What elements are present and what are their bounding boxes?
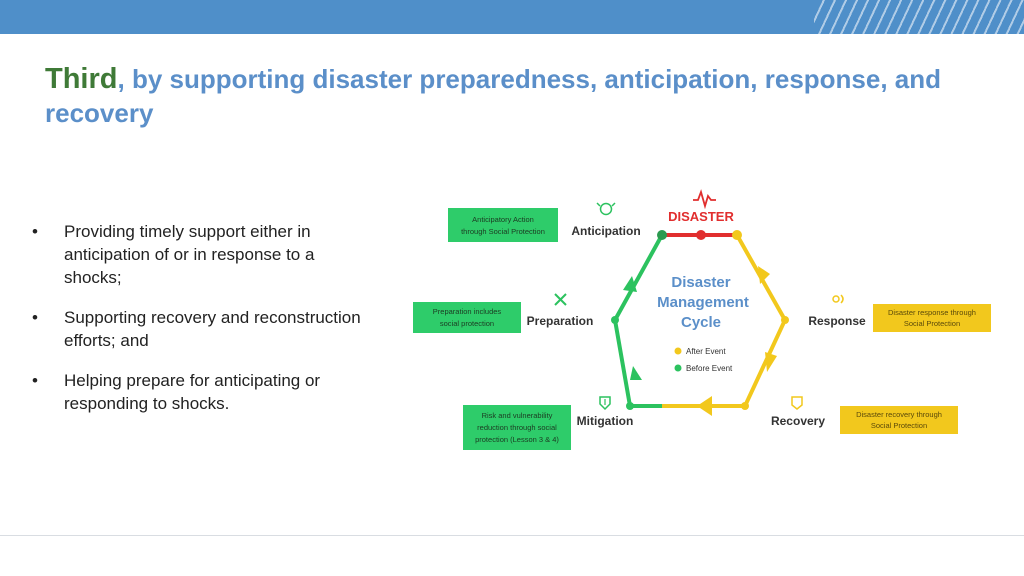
box-recovery-line2: Social Protection xyxy=(871,421,927,430)
bullet-text: Providing timely support either in antic… xyxy=(64,222,315,287)
legend-after-label: After Event xyxy=(686,347,726,356)
legend-after-swatch xyxy=(674,347,682,355)
mitigation-icon xyxy=(599,396,611,411)
response-icon xyxy=(832,294,844,304)
legend-before-swatch xyxy=(674,364,682,372)
box-preparation-line2: social protection xyxy=(440,319,494,328)
bullet-dot: • xyxy=(32,371,38,390)
box-preparation-line1: Preparation includes xyxy=(433,307,502,316)
node-response-start xyxy=(732,230,742,240)
banner-stripes xyxy=(814,0,1024,34)
edge-before-event xyxy=(612,234,664,408)
slide-title: Third, by supporting disaster preparedne… xyxy=(45,62,975,130)
box-anticipation-line1: Anticipatory Action xyxy=(472,215,534,224)
bullet-text: Helping prepare for anticipating or resp… xyxy=(64,371,321,413)
recovery-icon xyxy=(791,396,803,410)
bullet-dot: • xyxy=(32,308,38,327)
top-banner xyxy=(0,0,1024,34)
box-mitigation-line3: protection (Lesson 3 & 4) xyxy=(475,435,559,444)
title-rest: , by supporting disaster preparedness, a… xyxy=(45,64,942,128)
anticipation-icon xyxy=(596,202,616,216)
bullet-list: • Providing timely support either in anti… xyxy=(30,220,370,432)
bullet-text: Supporting recovery and reconstruction e… xyxy=(64,308,361,350)
label-disaster: DISASTER xyxy=(668,209,734,224)
node-response xyxy=(781,316,789,324)
label-response: Response xyxy=(808,314,866,328)
node-mitigation xyxy=(626,402,634,410)
node-anticipation xyxy=(657,230,667,240)
title-lead: Third xyxy=(45,63,118,95)
bullet-item: • Providing timely support either in anti… xyxy=(30,220,370,289)
box-response-line1: Disaster response through xyxy=(888,308,976,317)
box-response: Disaster response through Social Protect… xyxy=(873,304,991,332)
node-disaster xyxy=(696,230,706,240)
node-preparation xyxy=(611,316,619,324)
bullet-item: • Supporting recovery and reconstruction … xyxy=(30,306,370,352)
box-anticipation: Anticipatory Action through Social Prote… xyxy=(448,208,558,242)
center-title-line3: Cycle xyxy=(681,314,721,331)
arrow-head xyxy=(630,366,642,380)
box-mitigation-line1: Risk and vulnerability xyxy=(482,411,553,420)
legend-before-label: Before Event xyxy=(686,364,733,373)
box-recovery: Disaster recovery through Social Protect… xyxy=(840,406,958,434)
node-recovery xyxy=(741,402,749,410)
arrow-head xyxy=(697,396,712,416)
footer-divider xyxy=(0,535,1024,536)
box-recovery-line1: Disaster recovery through xyxy=(856,410,942,419)
heartbeat-icon xyxy=(693,189,716,210)
arrow-head xyxy=(623,276,637,292)
box-mitigation: Risk and vulnerability reduction through… xyxy=(463,405,571,450)
bullet-dot: • xyxy=(32,222,38,241)
label-anticipation: Anticipation xyxy=(571,224,640,238)
preparation-icon xyxy=(554,293,567,306)
arrow-head xyxy=(765,352,777,372)
center-title-line2: Management xyxy=(657,294,749,311)
box-anticipation-line2: through Social Protection xyxy=(461,227,545,236)
label-recovery: Recovery xyxy=(771,414,825,428)
arrow-head xyxy=(758,266,770,284)
center-title-line1: Disaster xyxy=(671,274,730,291)
label-preparation: Preparation xyxy=(527,314,594,328)
label-mitigation: Mitigation xyxy=(577,414,634,428)
bullet-item: • Helping prepare for anticipating or res… xyxy=(30,369,370,415)
box-preparation: Preparation includes social protection xyxy=(413,302,521,333)
box-response-line2: Social Protection xyxy=(904,319,960,328)
box-mitigation-line2: reduction through social xyxy=(477,423,557,432)
